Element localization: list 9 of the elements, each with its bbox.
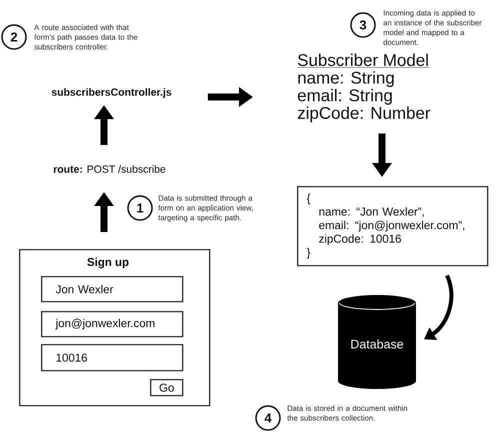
- route-label: route: POST /subscribe: [54, 165, 166, 173]
- model-schema-text: Subscriber Model name: String email: String zipCode: Number: [297, 54, 430, 122]
- input-field: 10016: [41, 344, 184, 372]
- document-box: { name: “Jon Wexler”, email: “jon@jonwexler.com”, zipCode: 10016 }: [297, 186, 488, 266]
- input-field: Jon Wexler: [41, 276, 184, 302]
- input-field: jon@jonwexler.com: [41, 311, 184, 338]
- go-button: Go: [150, 379, 184, 396]
- database-cylinder: Database: [338, 295, 416, 389]
- file-name-label: subscribersController.js: [52, 88, 172, 98]
